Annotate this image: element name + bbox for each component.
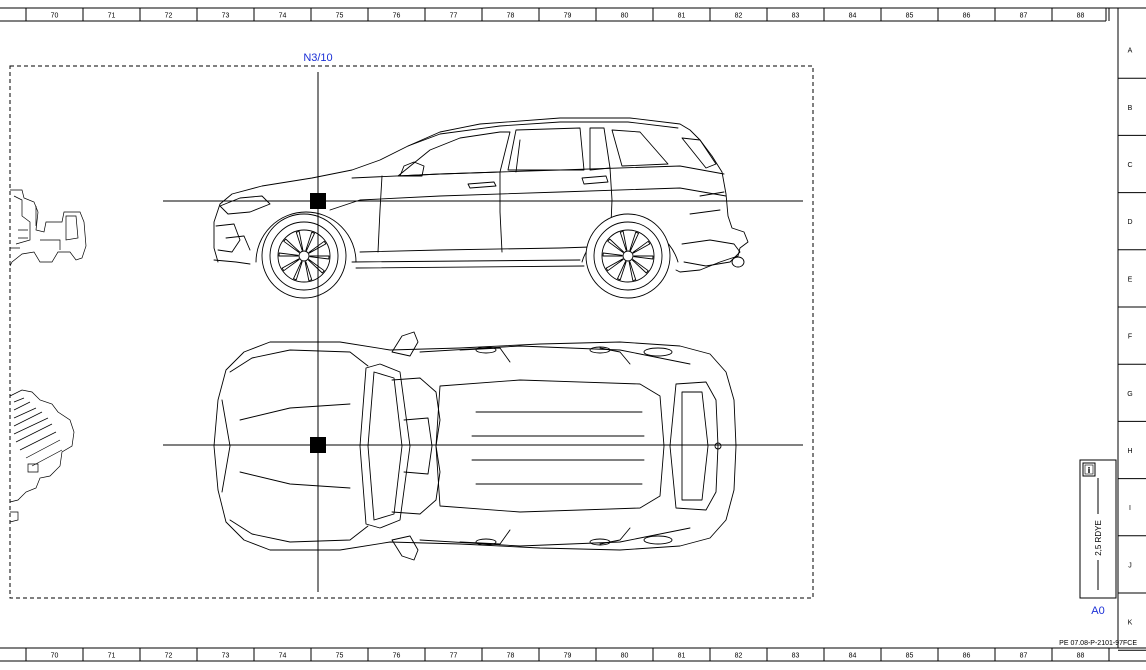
column-label: 79 [564,13,572,20]
top-column-ruler: 70 71 72 73 74 75 76 77 78 79 80 81 82 83 84 85 86 87 88 [0,7,1146,22]
right-row-ruler: ABCDEFGHIJKL [1105,8,1146,651]
column-label: 78 [507,653,515,660]
column-label: 76 [393,13,401,20]
column-label: 80 [621,13,629,20]
ground-label: A0 [1091,605,1104,617]
column-label: 76 [393,653,401,660]
column-label: 83 [792,653,800,660]
column-label: 81 [678,13,686,20]
row-label: A [1128,48,1133,55]
column-label: 82 [735,13,743,20]
row-label: C [1127,162,1132,169]
column-label: 83 [792,13,800,20]
column-label: 71 [108,13,116,20]
column-label: 81 [678,653,686,660]
column-label: 78 [507,13,515,20]
column-label: 73 [222,653,230,660]
column-label: 84 [849,13,857,20]
column-label: 88 [1077,13,1085,20]
column-label: 82 [735,653,743,660]
row-label: D [1127,219,1132,226]
column-label: 75 [336,653,344,660]
row-label: G [1127,391,1132,398]
adjacent-component-bottom [9,389,75,523]
column-label: 85 [906,13,914,20]
column-label: 72 [165,13,173,20]
column-label: 88 [1077,653,1085,660]
component-marker-top [310,437,326,453]
row-label: E [1128,276,1133,283]
row-label: F [1128,334,1132,341]
row-label: I [1129,505,1131,512]
component-boundary [9,65,814,599]
column-label: 85 [906,653,914,660]
vehicle-side-view [213,117,749,299]
wire-label: 2,5 RDYE [1094,520,1103,556]
vehicle-top-view [213,331,737,561]
column-label: 87 [1020,653,1028,660]
component-label: N3/10 [303,52,332,64]
column-label: 80 [621,653,629,660]
component-marker-side [310,193,326,209]
column-label: 72 [165,653,173,660]
row-label: K [1128,620,1133,627]
row-label: J [1128,562,1132,569]
column-label: 70 [51,653,59,660]
column-label: 74 [279,653,287,660]
column-label: 84 [849,653,857,660]
column-label: 77 [450,653,458,660]
column-label: 79 [564,653,572,660]
connector-box: i 2,5 RDYE [1079,459,1117,599]
column-label: 70 [51,13,59,20]
adjacent-component-top [9,189,87,267]
column-label: 73 [222,13,230,20]
row-label: H [1127,448,1132,455]
column-label: 75 [336,13,344,20]
document-id: PE 07.08-P-2101-97FCE [1059,640,1137,647]
column-label: 87 [1020,13,1028,20]
svg-text:i: i [1088,466,1091,475]
location-crosshairs [163,72,803,592]
row-label: B [1128,105,1133,112]
column-label: 86 [963,653,971,660]
column-label: 71 [108,653,116,660]
column-label: 77 [450,13,458,20]
info-icon[interactable]: i [1082,462,1096,477]
column-label: 74 [279,13,287,20]
column-label: 86 [963,13,971,20]
bottom-column-ruler: 70 71 72 73 74 75 76 77 78 79 80 81 82 83 84 85 86 87 88 [0,647,1146,662]
